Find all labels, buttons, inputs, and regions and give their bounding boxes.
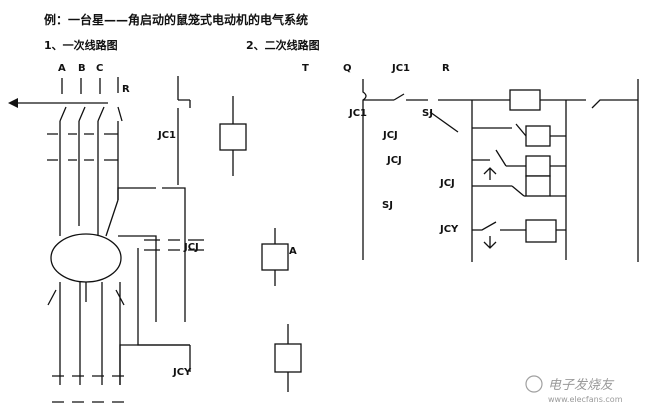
primary-circuit-heading: 1、一次线路图 (44, 38, 118, 52)
watermark-logo-icon (525, 375, 543, 393)
phase-b-wire (78, 78, 86, 122)
delta-connection-wires (117, 187, 190, 346)
motor-lower-leads (47, 282, 125, 385)
watermark: 电子发烧友 www.elecfans.com (525, 375, 623, 404)
coil-jcj-3 (525, 175, 551, 197)
top-rung (363, 99, 638, 109)
relay-label-r: R (122, 84, 130, 95)
motor-feed-wires (59, 121, 119, 237)
r-label: R (442, 63, 450, 74)
motor-symbol (50, 233, 122, 283)
relay-r-contact (117, 77, 123, 122)
coil-a-label: A (289, 246, 297, 257)
phase-c-wire (97, 78, 105, 122)
rung-jcj-1 (429, 111, 566, 137)
secondary-circuit-heading: 2、二次线路图 (246, 38, 320, 52)
rung-jcj-3 (472, 185, 566, 197)
coil-jcj-2 (525, 155, 551, 177)
coil-jcj-1 (525, 125, 551, 147)
jcy-contact-label: JCY (172, 367, 192, 378)
jc1-side-label: JC1 (348, 108, 367, 119)
delay-arrow-down (483, 236, 497, 249)
delay-arrow-up (483, 167, 497, 180)
main-contacts (47, 133, 118, 161)
jcy-label: JCY (439, 224, 459, 235)
jc1-label: JC1 (157, 130, 176, 141)
primary-circuit: A B C R JCJ JCY JC1 A (8, 63, 302, 403)
jcj-label-2: JCJ (386, 155, 402, 166)
left-supply-rail (362, 79, 367, 260)
arrow-left-icon (8, 98, 18, 108)
secondary-circuit: T Q JC1 R JC1 SJ JCJ JCJ JCJ SJ (302, 63, 639, 262)
coil-jcy (525, 219, 557, 243)
phase-a-wire (59, 78, 67, 122)
t-label: T (302, 63, 309, 74)
coil-bottom (274, 343, 302, 373)
jcy-contacts (52, 344, 191, 403)
coil-top (219, 123, 247, 151)
phase-label-a: A (58, 63, 66, 74)
q-label: Q (343, 63, 352, 74)
phase-label-c: C (96, 63, 103, 74)
jcj-contact-label: JCJ (183, 242, 199, 253)
watermark-url: www.elecfans.com (548, 395, 623, 404)
jcj-label-1: JCJ (382, 130, 398, 141)
jcj-label-3: JCJ (439, 178, 455, 189)
jc1-top-label: JC1 (391, 63, 410, 74)
jcj-contacts (144, 239, 204, 251)
rung-jcy (472, 221, 566, 231)
sj-label: SJ (422, 108, 433, 119)
watermark-brand: 电子发烧友 (548, 378, 615, 393)
phase-label-b: B (78, 63, 86, 74)
jc1-contact (177, 76, 191, 185)
sj-label-2: SJ (382, 200, 393, 211)
rung-jcj-2 (472, 149, 566, 167)
diagram-title: 例：一台星——角启动的鼠笼式电动机的电气系统 (44, 12, 308, 27)
coil-jc1 (509, 89, 541, 111)
jc1-contact-mark (393, 93, 405, 101)
coil-a (261, 243, 289, 271)
